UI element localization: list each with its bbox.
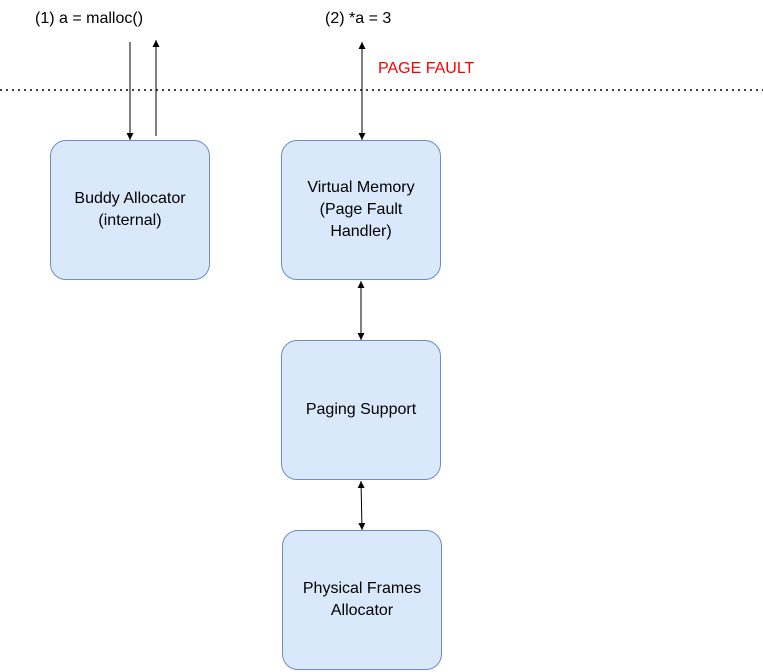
buddy-allocator-text: Buddy Allocator (internal) <box>74 190 186 229</box>
malloc-call-label: (1) a = malloc() <box>35 10 144 27</box>
physical-frames-text: Physical Frames Allocator <box>302 580 422 619</box>
paging-frames-arrow <box>357 480 366 531</box>
physical-frames-box: Physical Frames Allocator <box>282 530 442 670</box>
virtual-memory-box: Virtual Memory (Page Fault Handler) <box>281 140 441 280</box>
paging-support-text: Paging Support <box>305 401 417 418</box>
page-fault-label: PAGE FAULT <box>378 60 475 77</box>
write-access-label: (2) *a = 3 <box>325 10 392 27</box>
paging-support-box: Paging Support <box>281 340 441 480</box>
virtual-memory-text: Virtual Memory (Page Fault Handler) <box>307 179 415 240</box>
buddy-allocator-box: Buddy Allocator (internal) <box>50 140 210 280</box>
